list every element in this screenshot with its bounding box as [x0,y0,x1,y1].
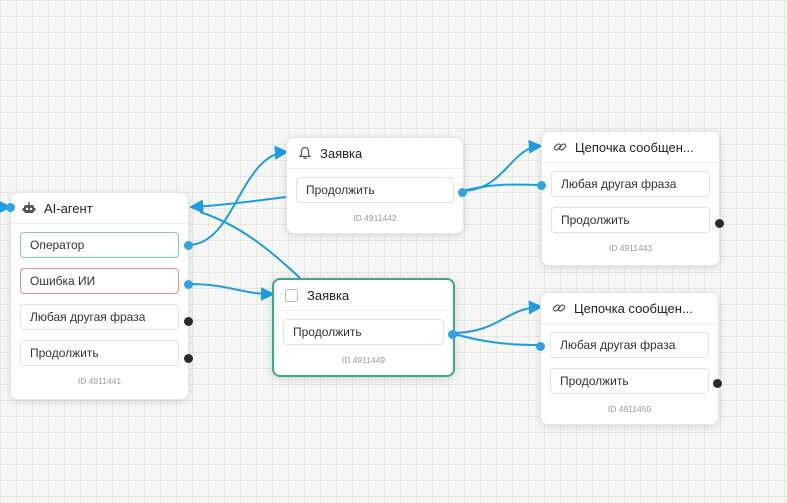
node-request-selected[interactable]: Заявка Продолжить ID 4911449 [272,278,457,377]
output-port-continue[interactable] [448,330,457,339]
node-title: Заявка [307,287,350,303]
node-body: Оператор Ошибка ИИ Любая другая фраза Пр… [11,223,188,390]
connection-selected-to-chain-bottom-phrase[interactable] [450,332,541,346]
node-header[interactable]: Цепочка сообщен... [541,293,718,323]
node-button-operator[interactable]: Оператор [20,232,179,258]
node-header[interactable]: Заявка [274,280,453,310]
connection-selected-to-chain-bottom[interactable] [450,300,543,334]
output-port-continue[interactable] [713,379,722,388]
output-port-operator[interactable] [184,241,193,250]
checkbox-icon[interactable] [284,288,299,303]
node-title: Цепочка сообщен... [574,300,693,316]
node-message-chain[interactable]: Цепочка сообщен... Любая другая фраза Пр… [537,131,724,266]
bell-icon [297,146,312,161]
node-header[interactable]: AI-агент [11,193,188,223]
connection-agent-to-selected-request[interactable] [199,211,301,279]
output-port-any-phrase[interactable] [184,317,193,326]
node-id-label: ID 4911450 [607,404,652,414]
robot-icon [21,201,36,216]
node-button-continue[interactable]: Продолжить [551,207,710,233]
node-message-chain[interactable]: Цепочка сообщен... Любая другая фраза Пр… [536,292,722,425]
output-port-continue[interactable] [184,354,193,363]
node-button-any-phrase[interactable]: Любая другая фраза [551,171,710,197]
connection-operator-to-request[interactable] [187,145,289,246]
output-port-continue[interactable] [715,219,724,228]
node-button-continue[interactable]: Продолжить [20,340,179,366]
connection-request-to-chain-top[interactable] [461,139,543,192]
node-body: Продолжить ID 4911449 [274,310,453,369]
input-port-any-phrase[interactable] [537,181,546,190]
node-button-continue[interactable]: Продолжить [550,368,709,394]
node-request[interactable]: Заявка Продолжить ID 4911442 [286,137,467,234]
node-button-continue[interactable]: Продолжить [296,177,454,203]
link-icon [551,301,566,316]
node-header[interactable]: Заявка [287,138,463,168]
node-button-any-phrase[interactable]: Любая другая фраза [550,332,709,358]
output-port-continue[interactable] [458,188,467,197]
node-title: Заявка [320,145,363,161]
connection-request-to-agent[interactable] [189,196,287,214]
node-button-any-phrase[interactable]: Любая другая фраза [20,304,179,330]
node-button-ai-error[interactable]: Ошибка ИИ [20,268,179,294]
node-body: Любая другая фраза Продолжить ID 4911443 [542,162,719,257]
node-id-label: ID 4911449 [341,355,386,365]
node-id-label: ID 4911441 [77,376,122,386]
node-title: Цепочка сообщен... [575,139,694,155]
link-icon [552,140,567,155]
node-button-continue[interactable]: Продолжить [283,319,444,345]
node-body: Любая другая фраза Продолжить ID 4911450 [541,323,718,418]
input-port-any-phrase[interactable] [536,342,545,351]
connection-error-to-selected-request[interactable] [187,283,275,301]
node-body: Продолжить ID 4911442 [287,168,463,227]
node-ai-agent[interactable]: AI-агент Оператор Ошибка ИИ Любая другая… [6,192,193,400]
input-port[interactable] [6,203,15,212]
connection-request-to-chain-top-phrase[interactable] [461,183,542,192]
node-id-label: ID 4911443 [608,243,653,253]
node-header[interactable]: Цепочка сообщен... [542,132,719,162]
output-port-ai-error[interactable] [184,280,193,289]
node-title: AI-агент [44,200,93,216]
node-id-label: ID 4911442 [353,213,397,223]
